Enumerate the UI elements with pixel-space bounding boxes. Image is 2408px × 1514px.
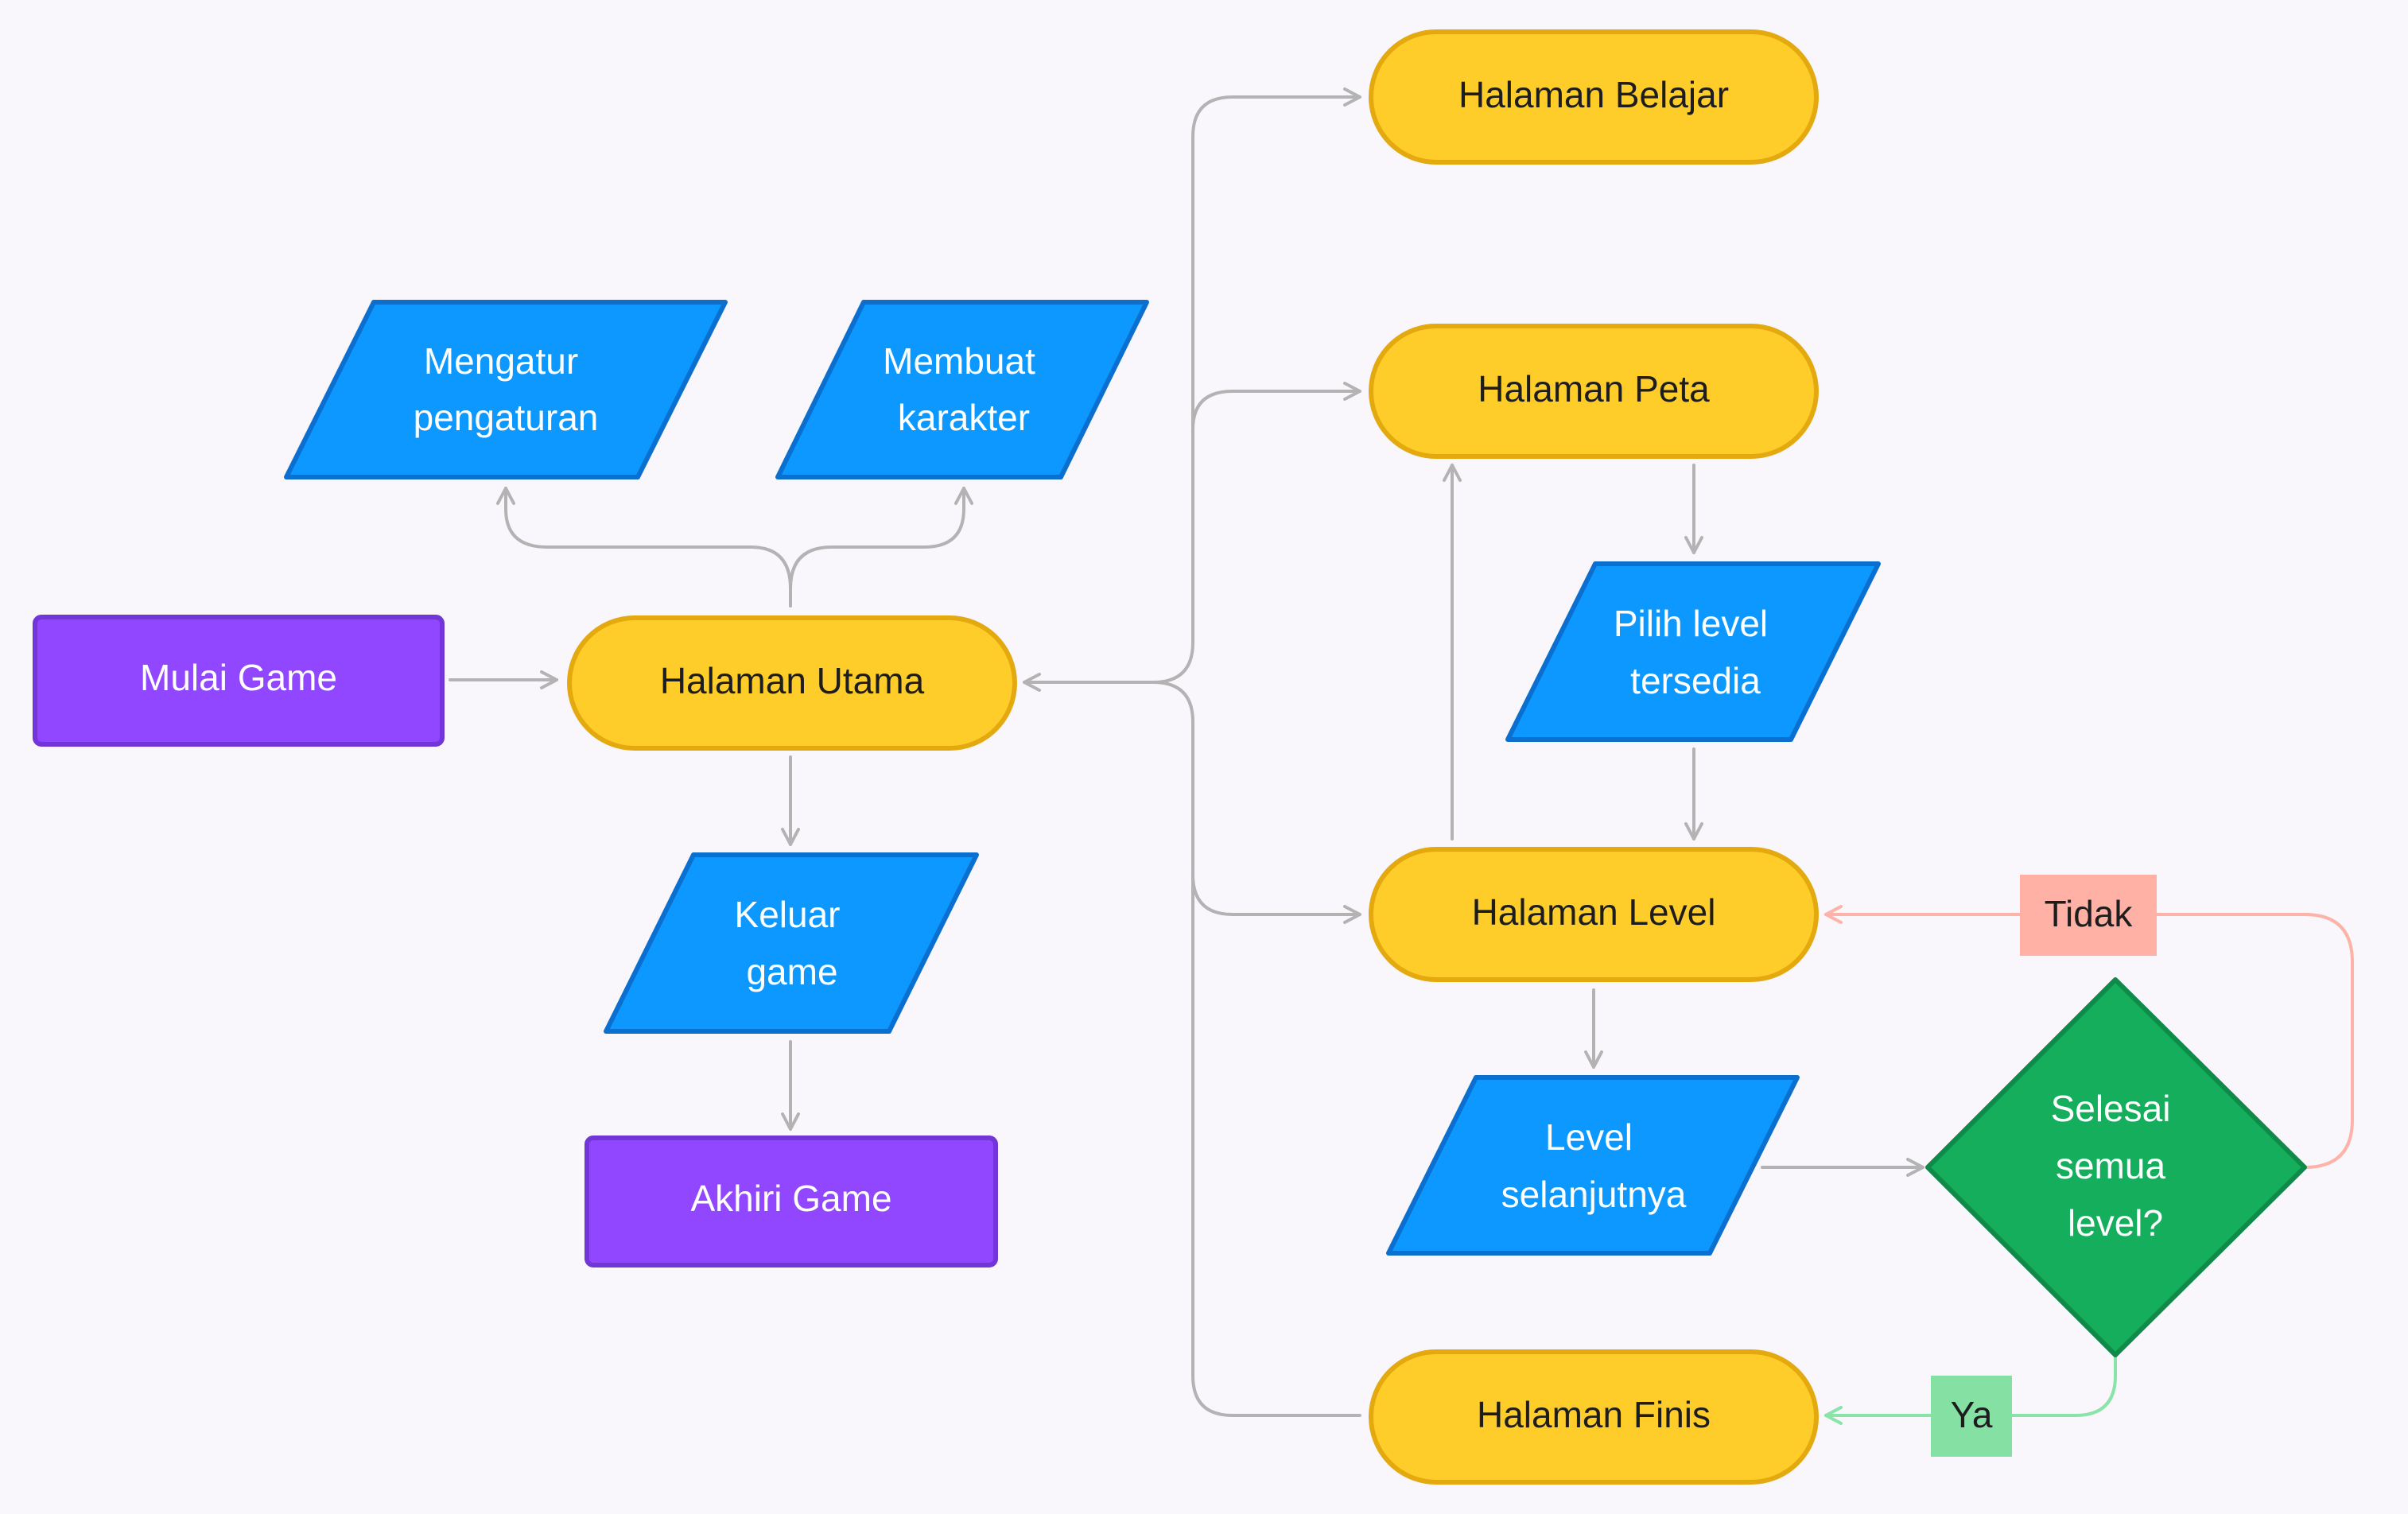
node-mulai-game[interactable]: Mulai Game (33, 615, 445, 747)
node-pilih-level-label-line2: tersedia (1630, 660, 1761, 701)
node-selesai-semua-level[interactable]: Selesai semua level? (1925, 977, 2307, 1357)
branch-label-yes: Ya (1931, 1376, 2012, 1457)
connector-no-branch (1824, 905, 2354, 1169)
connectors (449, 87, 1924, 1417)
node-halaman-peta-label: Halaman Peta (1478, 368, 1710, 410)
node-membuat-karakter-label-line2: karakter (898, 397, 1030, 438)
node-halaman-finis[interactable]: Halaman Finis (1369, 1349, 1819, 1485)
node-pilih-level-tersedia[interactable]: Pilih level tersedia (1505, 561, 1881, 742)
node-halaman-peta[interactable]: Halaman Peta (1369, 324, 1819, 459)
node-keluar-game[interactable]: Keluar game (604, 852, 979, 1034)
branch-label-no-text: Tidak (2045, 893, 2134, 934)
connector-trunk-to-level (1152, 681, 1361, 924)
node-selesai-label-line3: level? (2068, 1202, 2163, 1244)
node-selesai-label-line1: Selesai (2051, 1088, 2171, 1129)
branch-label-yes-text: Ya (1951, 1394, 1993, 1435)
node-pilih-level-label-line1: Pilih level (1614, 603, 1768, 644)
node-mulai-game-label: Mulai Game (140, 657, 337, 698)
connector-yes-branch (1824, 1355, 2117, 1425)
node-keluar-game-label-line2: game (746, 951, 837, 992)
connector-trunk-to-belajar (1152, 87, 1361, 684)
node-mengatur-pengaturan-label-line2: pengaturan (414, 397, 599, 438)
node-mengatur-pengaturan[interactable]: Mengatur pengaturan (284, 300, 728, 479)
node-level-selanjutnya-label-line1: Level (1545, 1116, 1633, 1158)
node-level-selanjutnya[interactable]: Level selanjutnya (1386, 1075, 1800, 1256)
connector-utama-to-mengatur (496, 487, 792, 608)
node-akhiri-game-label: Akhiri Game (690, 1178, 891, 1219)
node-mengatur-pengaturan-label-line1: Mengatur (424, 340, 578, 382)
node-membuat-karakter-label-line1: Membuat (883, 340, 1035, 382)
node-halaman-belajar-label: Halaman Belajar (1458, 74, 1729, 115)
connector-utama-to-membuat (789, 487, 973, 608)
node-halaman-utama-label: Halaman Utama (660, 660, 925, 701)
node-akhiri-game[interactable]: Akhiri Game (585, 1136, 998, 1267)
node-membuat-karakter[interactable]: Membuat karakter (775, 300, 1149, 479)
node-halaman-utama[interactable]: Halaman Utama (567, 615, 1017, 751)
branch-label-no: Tidak (2020, 875, 2157, 956)
connector-trunk-to-peta (1191, 382, 1361, 431)
node-halaman-level-label: Halaman Level (1472, 891, 1716, 933)
node-halaman-level[interactable]: Halaman Level (1369, 847, 1819, 982)
node-halaman-belajar[interactable]: Halaman Belajar (1369, 29, 1819, 165)
node-level-selanjutnya-label-line2: selanjutnya (1501, 1174, 1687, 1215)
node-selesai-label-line2: semua (2056, 1145, 2165, 1186)
node-halaman-finis-label: Halaman Finis (1477, 1394, 1711, 1435)
node-keluar-game-label-line1: Keluar (735, 894, 841, 935)
connector-finis-to-trunk (1191, 720, 1361, 1417)
